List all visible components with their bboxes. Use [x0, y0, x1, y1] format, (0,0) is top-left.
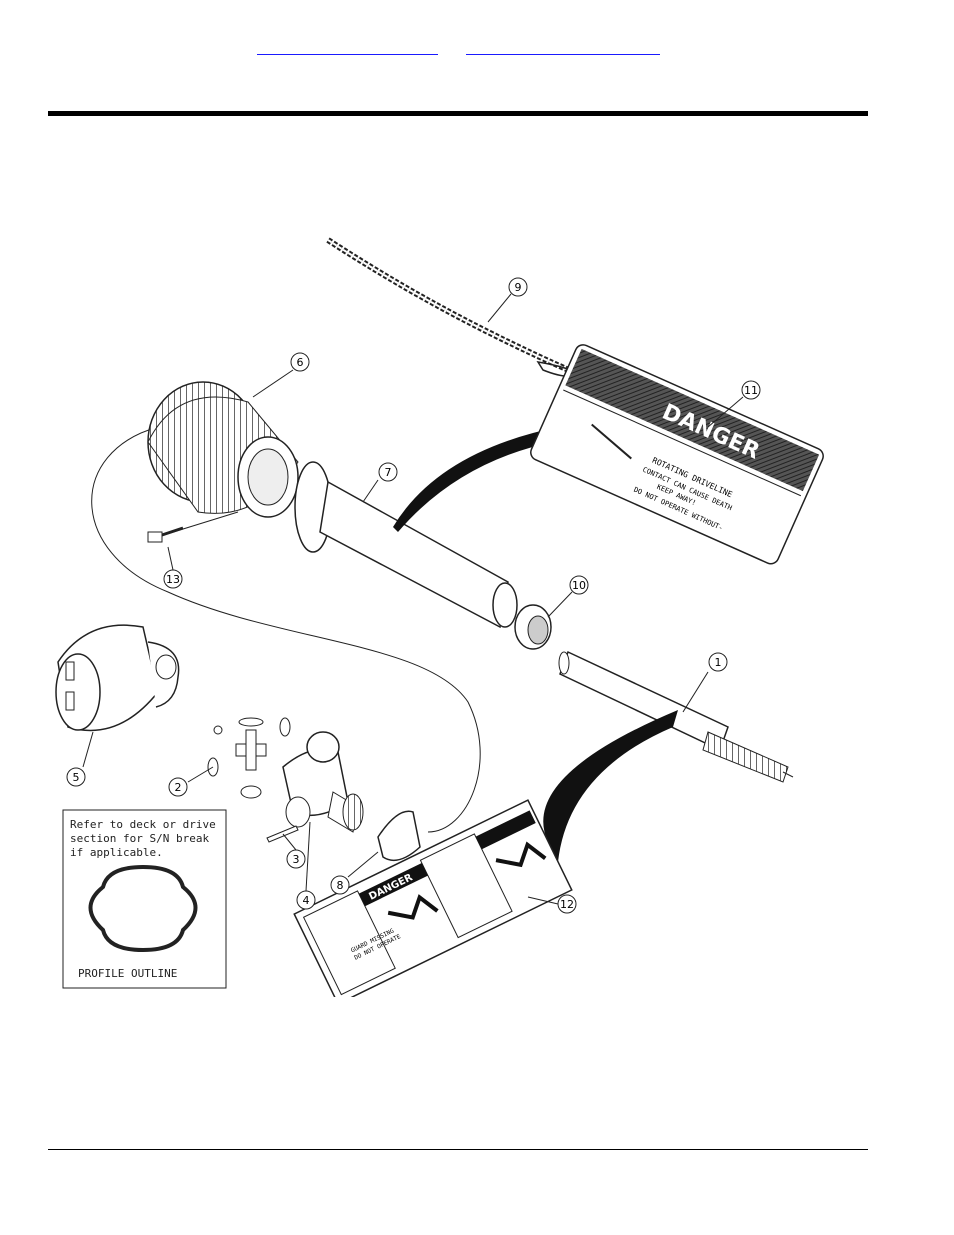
yoke-shield: [56, 625, 179, 730]
collar: [515, 605, 551, 649]
callout-1: 1: [683, 653, 727, 712]
callout-label-2: 2: [175, 781, 182, 794]
safety-chain: [328, 240, 578, 376]
header-link-2[interactable]: [466, 40, 660, 55]
callout-label-13: 13: [166, 573, 180, 586]
outer-shield-cone: [148, 382, 298, 517]
shield-bolt: [148, 512, 238, 542]
profile-note-box: Refer to deck or drive section for S/N b…: [63, 810, 226, 988]
callout-label-4: 4: [303, 894, 310, 907]
callout-3: 3: [283, 834, 305, 868]
note-line-1: Refer to deck or drive: [70, 818, 216, 831]
header-link-1[interactable]: [257, 40, 438, 55]
callout-label-11: 11: [744, 384, 758, 397]
callout-10: 10: [548, 576, 588, 617]
callout-label-10: 10: [572, 579, 586, 592]
callout-5: 5: [67, 732, 93, 786]
bearing-ring: [378, 811, 420, 860]
note-caption: PROFILE OUTLINE: [78, 967, 177, 980]
decal-arrow-upper: [393, 427, 558, 532]
note-line-3: if applicable.: [70, 846, 163, 859]
decal-arrow-lower: [543, 710, 678, 862]
callout-label-8: 8: [337, 879, 344, 892]
spring-pin: [267, 826, 298, 842]
shield-tube: [295, 462, 517, 627]
callout-label-9: 9: [515, 281, 522, 294]
header-rule: [48, 111, 868, 116]
cross-and-bearing-kit: [208, 718, 290, 798]
danger-decal-driveline: DANGER ROTATING DRIVELINE CONTACT CAN CA…: [528, 342, 825, 566]
callout-6: 6: [253, 353, 309, 397]
callout-label-12: 12: [560, 898, 574, 911]
note-line-2: section for S/N break: [70, 832, 209, 845]
callout-label-5: 5: [73, 771, 80, 784]
callout-13: 13: [164, 547, 182, 588]
callout-label-6: 6: [297, 356, 304, 369]
footer-rule: [48, 1149, 868, 1150]
callout-7: 7: [363, 463, 397, 502]
callout-label-3: 3: [293, 853, 300, 866]
danger-decal-guard: DANGER GUARD MISSING DO NOT OPERATE: [294, 800, 572, 997]
inner-yoke: [283, 732, 363, 832]
callout-2: 2: [169, 767, 213, 796]
parts-diagram: DANGER ROTATING DRIVELINE CONTACT CAN CA…: [48, 222, 828, 997]
callout-label-1: 1: [715, 656, 722, 669]
callout-label-7: 7: [385, 466, 392, 479]
callout-9: 9: [488, 278, 527, 322]
